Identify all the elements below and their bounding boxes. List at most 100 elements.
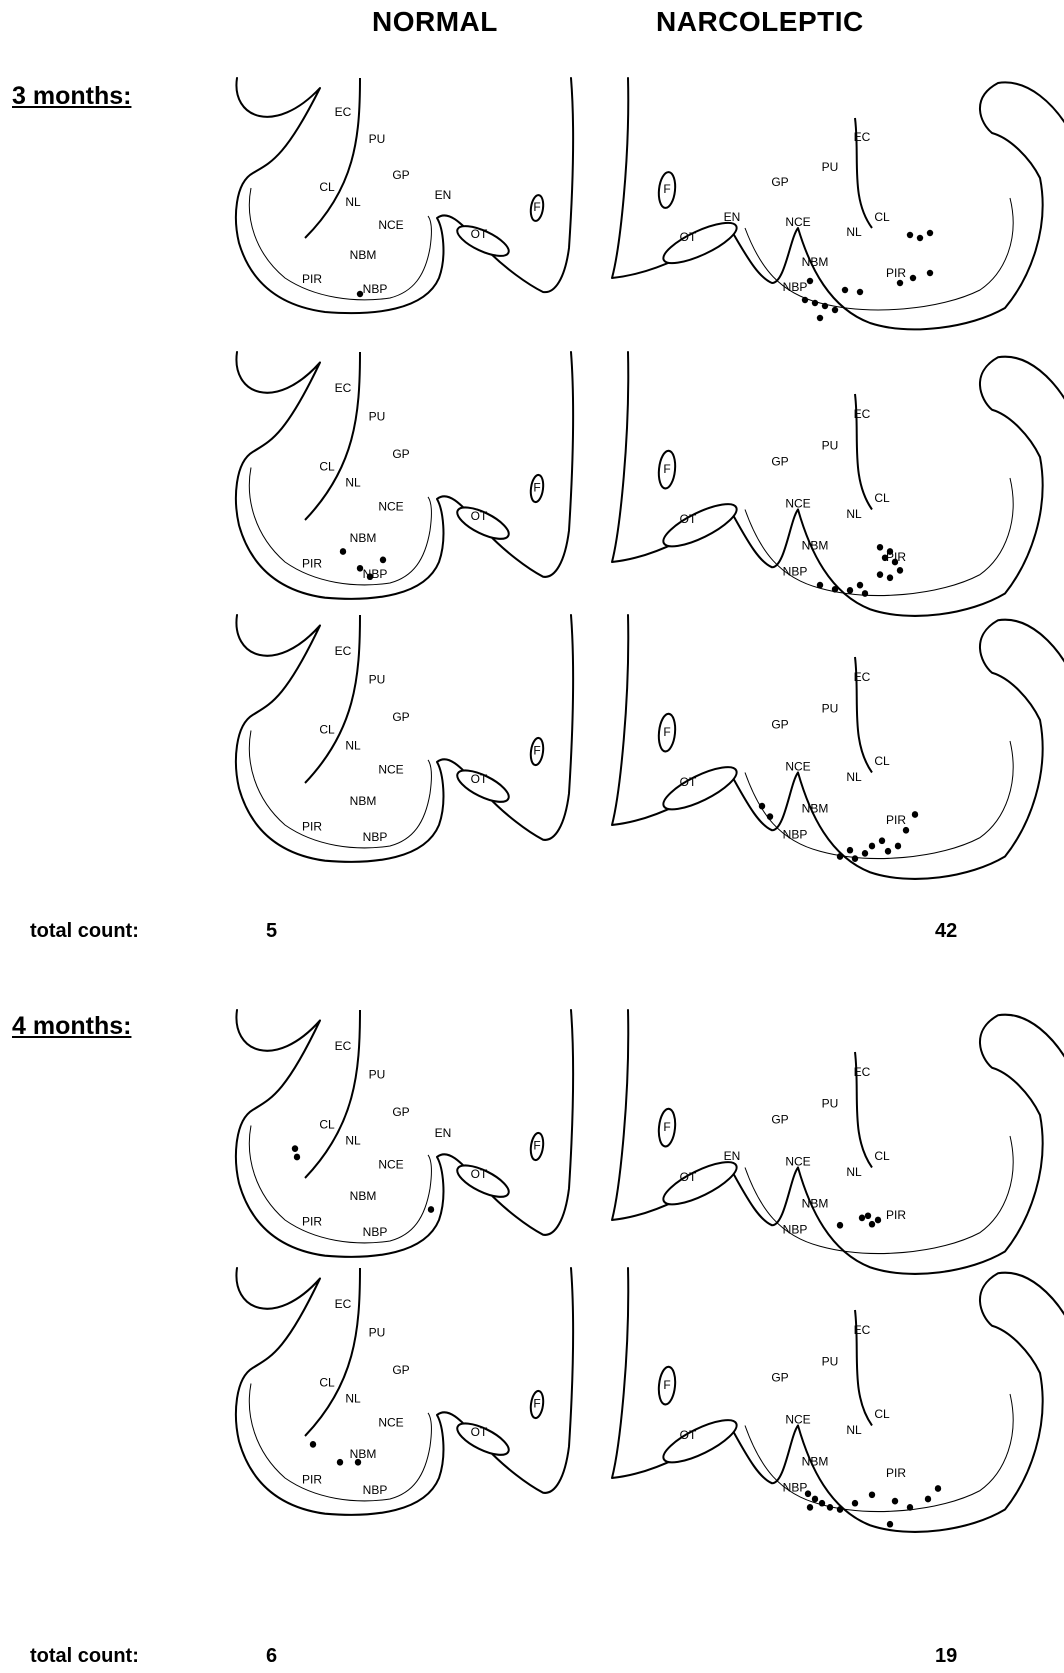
- labelled-cell-dot: [805, 1490, 811, 1497]
- region-label-pu: PU: [369, 409, 386, 423]
- region-label-nbp: NBP: [783, 1223, 808, 1237]
- region-label-nbm: NBM: [802, 538, 829, 552]
- section-outline: [236, 1268, 573, 1515]
- region-label-ec: EC: [335, 644, 352, 658]
- region-label-nl: NL: [846, 225, 862, 239]
- region-label-pu: PU: [369, 1067, 386, 1081]
- region-label-gp: GP: [392, 1363, 409, 1377]
- region-label-gp: GP: [771, 717, 788, 731]
- labelled-cell-dot: [869, 1491, 875, 1498]
- labelled-cell-dot: [875, 1217, 881, 1224]
- section-outline: [236, 78, 573, 313]
- region-label-gp: GP: [392, 1105, 409, 1119]
- labelled-cell-dot: [802, 297, 808, 303]
- region-label-pu: PU: [822, 702, 839, 716]
- panel-3m-narco-2: ECPUGPNCENLCLNBMPIRNBPOTF: [612, 352, 1064, 616]
- region-label-en: EN: [435, 1126, 452, 1140]
- inner-boundary-line: [249, 188, 431, 300]
- region-label-nl: NL: [345, 1391, 361, 1405]
- region-label-pir: PIR: [886, 813, 906, 827]
- labelled-cell-dot: [767, 813, 773, 820]
- region-label-ot: OT: [680, 230, 697, 244]
- region-label-ot: OT: [471, 227, 488, 241]
- region-label-ot: OT: [471, 1425, 488, 1439]
- region-label-nce: NCE: [378, 1416, 403, 1430]
- inner-boundary-line: [249, 1384, 431, 1501]
- region-label-nbp: NBP: [363, 1225, 388, 1239]
- region-label-nl: NL: [846, 1165, 862, 1179]
- region-label-nbp: NBP: [783, 565, 808, 579]
- labelled-cell-dot: [882, 554, 888, 561]
- labelled-cell-dot: [367, 573, 373, 580]
- region-label-pu: PU: [822, 1355, 839, 1369]
- region-label-pu: PU: [822, 1097, 839, 1111]
- region-label-pir: PIR: [302, 272, 322, 286]
- panel-3m-normal-2: ECPUGPCLNLNCENBMPIRNBPOTF: [236, 352, 573, 599]
- region-label-f: F: [533, 1397, 540, 1411]
- labelled-cell-dot: [927, 230, 933, 236]
- region-label-pir: PIR: [302, 819, 322, 833]
- region-label-f: F: [663, 182, 670, 196]
- section-outline: [612, 1268, 1064, 1532]
- region-label-f: F: [533, 200, 540, 214]
- labelled-cell-dot: [935, 1485, 941, 1492]
- region-label-en: EN: [435, 188, 452, 202]
- labelled-cell-dot: [842, 287, 848, 293]
- region-label-pu: PU: [369, 1325, 386, 1339]
- region-label-nbp: NBP: [363, 567, 388, 581]
- labelled-cell-dot: [294, 1154, 300, 1161]
- region-label-pir: PIR: [886, 1208, 906, 1222]
- labelled-cell-dot: [827, 1504, 833, 1511]
- region-label-nce: NCE: [378, 500, 403, 514]
- labelled-cell-dot: [877, 544, 883, 551]
- region-label-nbm: NBM: [802, 1196, 829, 1210]
- panel-4m-narco-1: ECPUGPENCLNCENLNBMNBPPIROTF: [612, 1010, 1064, 1274]
- labelled-cell-dot: [822, 303, 828, 309]
- region-label-ot: OT: [471, 1167, 488, 1181]
- optic-tract-shape: [453, 764, 512, 808]
- labelled-cell-dot: [832, 586, 838, 593]
- labelled-cell-dot: [892, 1498, 898, 1505]
- region-label-pu: PU: [822, 160, 839, 174]
- region-label-pir: PIR: [302, 556, 322, 570]
- section-outline: [236, 615, 573, 862]
- panel-3m-narco-1: ECPUGPFENNCECLNLNBMPIRNBPOT: [612, 78, 1064, 329]
- region-label-nce: NCE: [378, 763, 403, 777]
- labelled-cell-dot: [917, 235, 923, 241]
- labelled-cell-dot: [812, 1496, 818, 1503]
- labelled-cell-dot: [862, 850, 868, 857]
- region-label-nce: NCE: [785, 496, 810, 510]
- labelled-cell-dot: [857, 289, 863, 295]
- labelled-cell-dot: [817, 315, 823, 321]
- optic-tract-shape: [659, 1412, 742, 1470]
- labelled-cell-dot: [847, 847, 853, 854]
- region-label-nbp: NBP: [783, 1481, 808, 1495]
- region-label-nbm: NBM: [350, 1189, 377, 1203]
- region-label-ot: OT: [471, 772, 488, 786]
- region-label-cl: CL: [319, 460, 335, 474]
- panel-4m-narco-2: ECPUGPNCECLNLNBMNBPPIROTF: [612, 1268, 1064, 1532]
- region-label-nce: NCE: [785, 215, 810, 229]
- inner-boundary-line: [249, 468, 431, 585]
- labelled-cell-dot: [380, 557, 386, 564]
- labelled-cell-dot: [869, 843, 875, 850]
- optic-tract-shape: [453, 1159, 512, 1203]
- region-label-nbp: NBP: [363, 1483, 388, 1497]
- labelled-cell-dot: [819, 1500, 825, 1507]
- labelled-cell-dot: [807, 278, 813, 284]
- region-label-gp: GP: [392, 447, 409, 461]
- region-label-ot: OT: [680, 1170, 697, 1184]
- region-label-ot: OT: [680, 1428, 697, 1442]
- labelled-cell-dot: [907, 1504, 913, 1511]
- region-label-pir: PIR: [886, 1466, 906, 1480]
- region-label-ec: EC: [335, 1297, 352, 1311]
- labelled-cell-dot: [857, 582, 863, 589]
- region-label-cl: CL: [874, 491, 890, 505]
- labelled-cell-dot: [355, 1459, 361, 1466]
- region-label-cl: CL: [874, 1407, 890, 1421]
- labelled-cell-dot: [887, 548, 893, 555]
- region-label-pu: PU: [369, 672, 386, 686]
- region-label-nl: NL: [846, 1423, 862, 1437]
- inner-boundary-line: [249, 1126, 431, 1243]
- labelled-cell-dot: [832, 307, 838, 313]
